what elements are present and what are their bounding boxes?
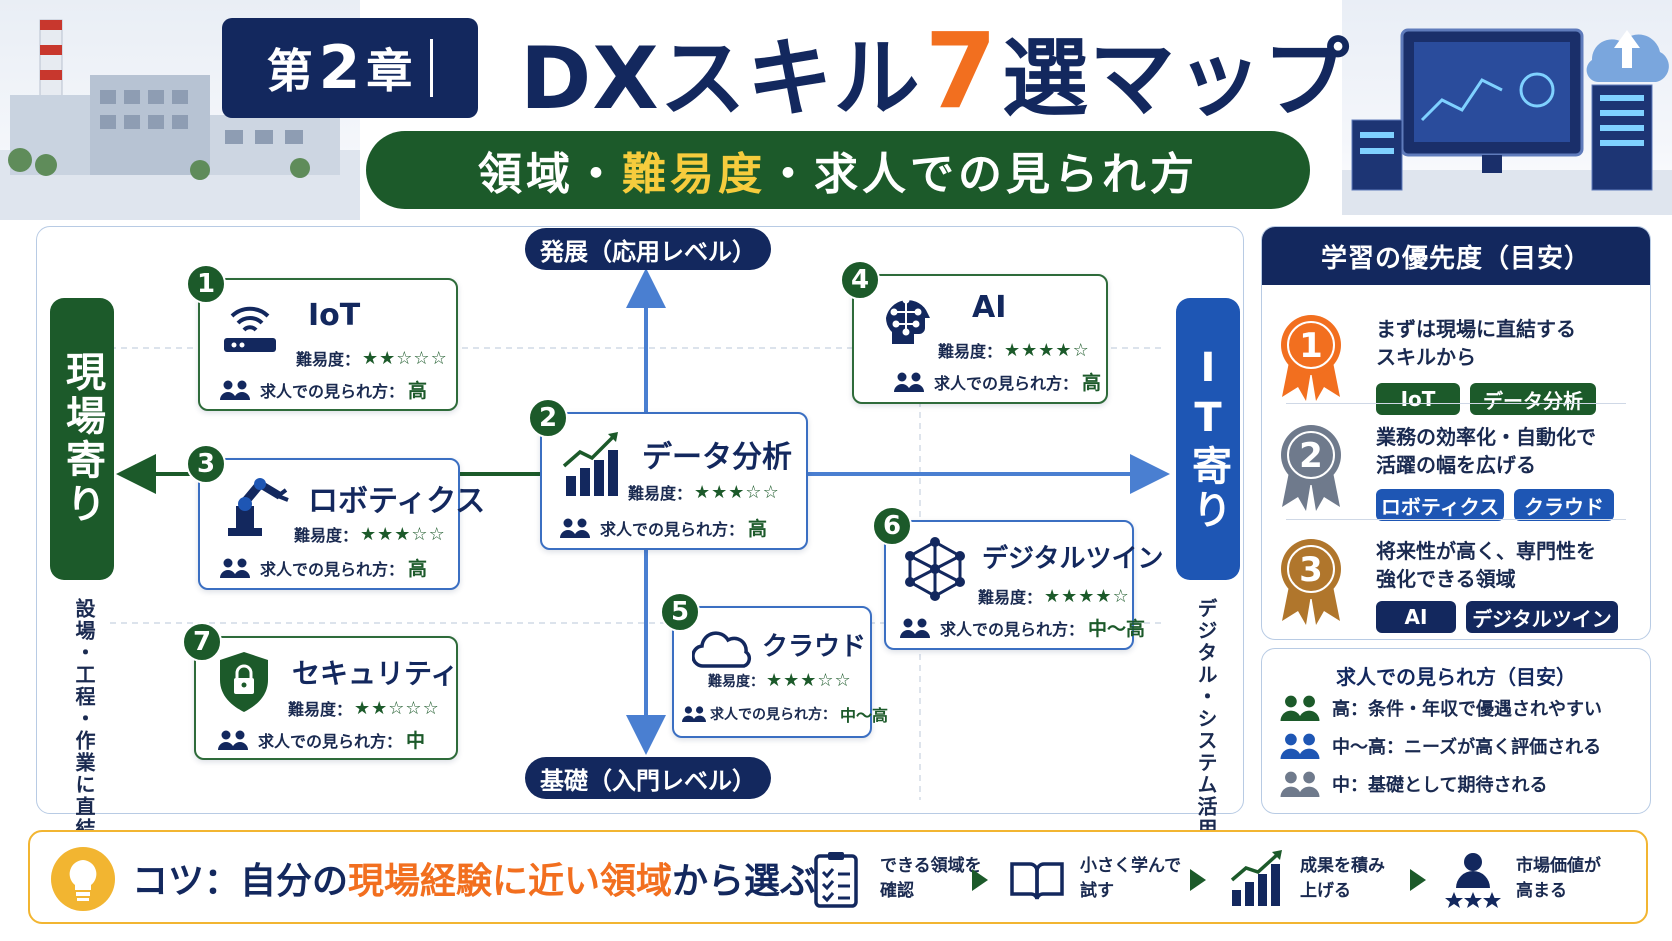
skill-card-robotics[interactable]: 3 ロボティクス 難易度：★★★☆☆ 求人での見られ方：高 xyxy=(186,444,485,590)
medal-1-icon: 1 xyxy=(1281,315,1341,401)
skill-number-badge: 1 xyxy=(186,264,226,304)
demand-legend-row: 中〜高：ニーズが高く評価される xyxy=(1280,733,1601,759)
people-icon xyxy=(894,372,924,392)
demand-legend-row: 高：条件・年収で優遇されやすい xyxy=(1280,695,1602,721)
skill-name: デジタルツイン xyxy=(982,544,1164,574)
skill-number-badge: 4 xyxy=(840,260,880,300)
priority-item-2: 2 業務の効率化・自動化で活躍の幅を広げる ロボティクス クラウド xyxy=(1276,413,1638,529)
cloud-icon xyxy=(692,631,751,668)
people-icon xyxy=(1280,771,1320,797)
axis-left-sublabel: 設場・工程・作業に直結 xyxy=(72,598,96,840)
step-check-area: できる領域を確認 xyxy=(808,846,982,912)
router-icon xyxy=(224,306,276,352)
people-icon xyxy=(900,618,930,638)
priority-tag[interactable]: IoT xyxy=(1376,383,1460,415)
growth-chart-icon xyxy=(1230,850,1282,906)
svg-text:3: 3 xyxy=(1299,550,1323,590)
skill-number-badge: 2 xyxy=(528,398,568,438)
skill-card-iot[interactable]: 1 IoT 難易度：★★☆☆☆ 求人での見られ方：高 xyxy=(186,264,458,411)
skill-card-data-analysis[interactable]: 2 データ分析 難易度：★★★☆☆ 求人での見られ方：高 xyxy=(528,398,808,550)
demand-value: 高 xyxy=(1082,372,1102,394)
skill-number-badge: 6 xyxy=(872,506,912,546)
medal-3-icon: 3 xyxy=(1281,539,1341,625)
svg-text:1: 1 xyxy=(1299,326,1323,366)
demand-value: 高 xyxy=(408,558,428,580)
people-icon xyxy=(220,558,250,578)
skill-name: IoT xyxy=(308,298,361,333)
skill-card-digital-twin[interactable]: 6 デジタルツイン 難易度：★★★★☆ 求人での見られ方：中〜高 xyxy=(872,506,1163,650)
demand-legend-panel: 求人での見られ方（目安） 高：条件・年収で優遇されやすい 中〜高：ニーズが高く評… xyxy=(1261,648,1651,814)
server-dashboard-illustration xyxy=(1342,0,1672,215)
skill-card-ai[interactable]: 4 AI 難易度：★★★★☆ 求人での見られ方：高 xyxy=(840,260,1108,404)
subtitle-banner: 領域・難易度・求人での見られ方 xyxy=(366,131,1310,209)
people-icon xyxy=(218,730,248,750)
skill-name: ロボティクス xyxy=(308,484,486,519)
tip-text: コツ：自分の現場経験に近い領域から選ぶ xyxy=(132,861,817,902)
step-arrow-icon xyxy=(972,869,988,891)
priority-item-3: 3 将来性が高く、専門性を強化できる領域 AI デジタルツイン xyxy=(1276,529,1638,639)
priority-tag[interactable]: デジタルツイン xyxy=(1466,601,1618,633)
step-build-results: 成果を積み上げる xyxy=(1228,846,1385,912)
ai-brain-icon xyxy=(886,296,930,344)
person-stars-icon xyxy=(1445,853,1501,908)
people-icon xyxy=(1280,733,1320,759)
people-icon xyxy=(682,706,706,722)
priority-tag[interactable]: ロボティクス xyxy=(1376,489,1504,521)
skill-name: データ分析 xyxy=(642,440,792,475)
difficulty-stars: ★★★☆☆ xyxy=(360,523,446,545)
axis-right-label: IT寄り xyxy=(1176,298,1240,580)
medal-2-icon: 2 xyxy=(1281,425,1341,511)
lightbulb-icon xyxy=(51,847,115,911)
learning-priority-panel: 学習の優先度（目安） 1 まずは現場に直結するスキルから IoT データ分析 2… xyxy=(1261,226,1651,640)
shield-lock-icon xyxy=(220,652,268,712)
open-book-icon xyxy=(1010,862,1064,900)
demand-value: 中 xyxy=(406,730,426,752)
priority-tag[interactable]: AI xyxy=(1376,601,1456,633)
skill-number-badge: 3 xyxy=(186,444,226,484)
step-arrow-icon xyxy=(1410,869,1426,891)
people-icon xyxy=(560,518,590,538)
priority-title: 学習の優先度（目安） xyxy=(1262,227,1650,285)
step-learn-small: 小さく学んで試す xyxy=(1008,846,1181,912)
demand-value: 中〜高 xyxy=(840,706,889,725)
demand-value: 中〜高 xyxy=(1088,618,1146,640)
people-icon xyxy=(1280,695,1320,721)
demand-legend-title: 求人での見られ方（目安） xyxy=(1336,665,1576,689)
difficulty-stars: ★★★★☆ xyxy=(1044,585,1130,607)
axis-right-sublabel: デジタル・システム活用 xyxy=(1194,598,1218,840)
axis-bottom-label: 基礎（入門レベル） xyxy=(525,757,771,799)
svg-text:2: 2 xyxy=(1299,436,1323,476)
robot-arm-icon xyxy=(228,478,289,536)
demand-value: 高 xyxy=(408,380,428,402)
priority-tag[interactable]: クラウド xyxy=(1514,489,1614,521)
clipboard-checklist-icon xyxy=(814,852,858,908)
difficulty-stars: ★★☆☆☆ xyxy=(362,347,448,369)
skill-name: クラウド xyxy=(762,632,867,662)
axis-left-label: 現場寄り xyxy=(50,298,114,580)
step-market-value: 市場価値が高まる xyxy=(1444,846,1601,912)
priority-item-1: 1 まずは現場に直結するスキルから IoT データ分析 xyxy=(1276,293,1638,415)
people-icon xyxy=(220,380,250,400)
difficulty-stars: ★★★☆☆ xyxy=(766,670,852,691)
skill-number-badge: 5 xyxy=(660,592,700,632)
skill-number-badge: 7 xyxy=(182,622,222,662)
difficulty-stars: ★★★★☆ xyxy=(1004,339,1090,361)
skill-name: AI xyxy=(972,290,1007,325)
difficulty-stars: ★★☆☆☆ xyxy=(354,697,440,719)
demand-value: 高 xyxy=(748,518,768,540)
skill-name: セキュリティ xyxy=(292,657,459,690)
step-arrow-icon xyxy=(1190,869,1206,891)
axis-top-label: 発展（応用レベル） xyxy=(525,228,771,270)
demand-legend-row: 中：基礎として期待される xyxy=(1280,771,1547,797)
difficulty-stars: ★★★☆☆ xyxy=(694,481,780,503)
priority-tag[interactable]: データ分析 xyxy=(1470,383,1596,415)
network-cube-icon xyxy=(905,537,965,601)
tip-banner: コツ：自分の現場経験に近い領域から選ぶ できる領域を確認 小さく学んで試す 成果… xyxy=(28,830,1648,924)
bar-chart-growth-icon xyxy=(562,432,618,496)
skill-card-cloud[interactable]: 5 クラウド 難易度：★★★☆☆ 求人での見られ方：中〜高 xyxy=(660,592,888,738)
skill-card-security[interactable]: 7 セキュリティ 難易度：★★☆☆☆ 求人での見られ方：中 xyxy=(182,622,459,760)
